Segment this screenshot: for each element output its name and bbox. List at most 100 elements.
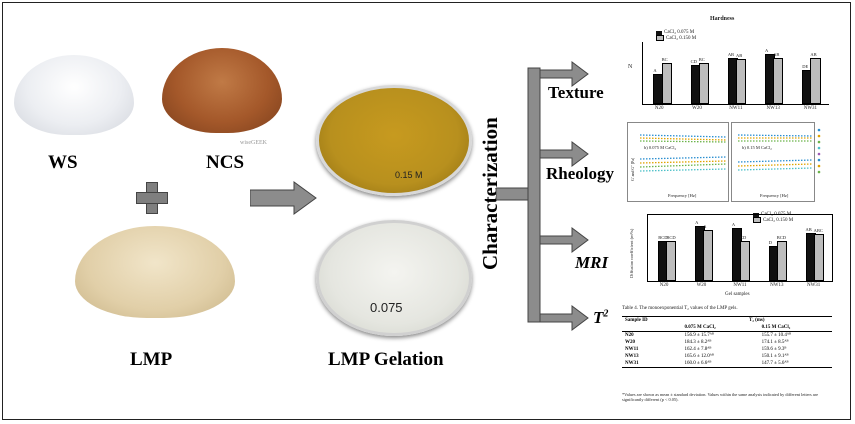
t2-cell-sample: NW11 (625, 347, 639, 352)
t2-cell-value: 174.1 ± 8.5ᴬᴮ (761, 340, 789, 345)
t2-cell-value: 147.7 ± 5.6ᴬᴮ (761, 361, 789, 366)
rheology-right-title: b) 0.15 M CaCl₂ (742, 145, 772, 150)
rheology-right-xlabel: Frequency [Hz] (760, 193, 789, 198)
t2-col-015: 0.15 M CaCl₂ (761, 325, 791, 330)
clear-dish-text: 0.075 (370, 300, 403, 315)
t2-superscript: 2 (603, 308, 609, 320)
clear-gel-dish (316, 220, 472, 336)
texture-bar (661, 63, 672, 104)
mri-bar (740, 241, 751, 281)
mri-bar (776, 240, 787, 281)
rheology-left-ylabel: G' and G'' [Pa] (630, 157, 635, 181)
mri-bar-letter: A (703, 224, 707, 230)
rheology-chart-left: b) 0.075 M CaCl₂ Frequency [Hz] G' and G… (627, 122, 729, 202)
branch-texture: Texture (548, 83, 604, 102)
plus-sign-horizontal (136, 192, 168, 204)
texture-ylabel: N (628, 64, 633, 70)
rheology-chart-right: b) 0.15 M CaCl₂ Frequency [Hz] (731, 122, 815, 202)
rheology-left-title: b) 0.075 M CaCl₂ (644, 145, 677, 150)
t2-table: Sample ID T₂ (ms) 0.075 M CaCl₂ 0.15 M C… (622, 316, 832, 368)
t2-cell-value: 150.1 ± 9.1ᴬᴮ (761, 354, 789, 359)
mri-bar-letter: CD (740, 235, 747, 241)
t2-cell-value: 159.6 ± 9.3ᴮ (761, 347, 787, 352)
texture-bar-letter: A (765, 48, 769, 54)
mri-bar-letter: D (768, 240, 772, 245)
ws-sugar-image (14, 55, 134, 135)
yellow-dish-text: 0.15 M (395, 170, 423, 180)
mri-legend-2: CaCl₂ 0.150 M (763, 217, 794, 223)
mri-chart-panel: Diffusion coefficient (m²/s) CaCl₂ 0.075… (625, 208, 837, 300)
t2-table-row: NW13 165.6 ± 12.0ᴬᴮ 150.1 ± 9.1ᴬᴮ (622, 353, 832, 360)
texture-bar-letter: BC (661, 57, 668, 63)
t2-cell-sample: NW31 (625, 361, 639, 366)
t2-table-row: W20 184.3 ± 8.2ᴬᴮ 174.1 ± 8.5ᴬᴮ (622, 339, 832, 346)
gelation-label: LMP Gelation (328, 349, 444, 370)
texture-chart-panel: Hardness N CaCl₂ 0.075 M CaCl₂ 0.150 M A… (622, 14, 834, 116)
mri-bar-letter: A (695, 220, 699, 226)
mri-xlabel: Gel samples (725, 292, 750, 297)
mri-ylabel: Diffusion coefficient (m²/s) (629, 228, 634, 278)
mri-bar (813, 234, 824, 281)
mri-bar-letter: BCD (776, 234, 787, 240)
t2-empty (622, 324, 682, 332)
texture-bar-letter: AB (810, 51, 817, 57)
texture-bar (698, 62, 709, 104)
texture-category-label: NW13 (766, 106, 780, 111)
texture-category-label: NW11 (729, 106, 743, 111)
mri-category-label: NW13 (770, 283, 784, 288)
texture-bar-letter: A (653, 67, 657, 73)
ncs-sugar-image (162, 48, 282, 133)
mri-bar-letter: ABC (813, 228, 823, 234)
texture-bar-letter: AB (773, 51, 780, 57)
yellow-gel-dish (316, 85, 472, 196)
t2-table-caption: Table 4. The monoexponential T₂ values o… (622, 306, 738, 311)
rheology-legend (816, 126, 840, 182)
texture-bar (773, 57, 784, 104)
texture-legend-1: CaCl₂ 0.075 M (664, 30, 695, 35)
t2-footnote: *Values are shown as mean ± standard dev… (622, 392, 818, 403)
t2-cell-value: 184.3 ± 8.2ᴬᴮ (684, 340, 712, 345)
texture-legend-2: CaCl₂ 0.150 M (666, 35, 697, 41)
mri-bar-letter: AB (805, 226, 812, 232)
mri-category-label: N20 (659, 283, 669, 288)
mri-bar-letter: BCD (658, 234, 668, 240)
ncs-watermark: wiseGEEK (240, 140, 267, 146)
rheology-left-curves (640, 134, 726, 172)
t2-cell-sample: N20 (625, 333, 634, 338)
ncs-label: NCS (206, 152, 245, 173)
t2-table-panel: Table 4. The monoexponential T₂ values o… (622, 306, 837, 414)
texture-chart-title: Hardness (710, 16, 735, 22)
texture-category-label: N20 (654, 106, 664, 111)
texture-category-label: W20 (692, 106, 702, 111)
t2-cell-sample: W20 (625, 340, 635, 345)
branch-rheology: Rheology (546, 164, 614, 183)
rheology-legend-markers (817, 128, 821, 174)
texture-bar-letter: AB (736, 52, 743, 58)
mri-bar (666, 241, 677, 281)
lmp-powder-image (75, 226, 235, 318)
texture-bar-letter: AB (727, 51, 735, 57)
t2-col-sample: Sample ID (625, 318, 648, 323)
t2-cell-value: 165.6 ± 12.0ᴬᴮ (684, 354, 714, 359)
figure-frame (2, 2, 851, 420)
mri-legend-swatch-light (753, 217, 761, 223)
branch-t2: T2 (593, 308, 608, 328)
t2-cell-value: 156.9 ± 15.7ᴬᴮ (684, 333, 714, 338)
arrow-to-gelation (250, 181, 317, 215)
mri-bar (703, 230, 714, 281)
branch-arrows (496, 61, 589, 331)
texture-bar-letter: BC (698, 56, 705, 62)
mri-category-label: NW11 (733, 283, 747, 288)
branch-mri: MRI (575, 253, 609, 272)
texture-bar-letter: CD (690, 58, 697, 64)
texture-legend: CaCl₂ 0.075 M CaCl₂ 0.150 M (656, 30, 696, 41)
t2-cell-value: 162.4 ± 7.8ᴬᴮ (684, 347, 712, 352)
t2-table-row: NW11 162.4 ± 7.8ᴬᴮ 159.6 ± 9.3ᴮ (622, 346, 832, 353)
t2-cell-sample: NW13 (625, 354, 639, 359)
rheology-left-xlabel: Frequency [Hz] (668, 193, 697, 198)
mri-category-label: W20 (696, 283, 707, 288)
